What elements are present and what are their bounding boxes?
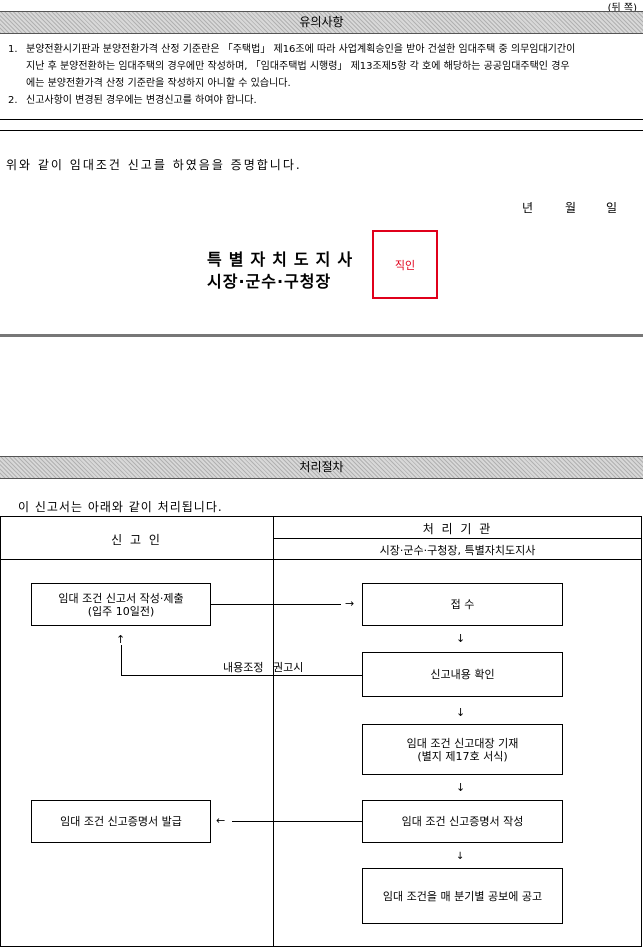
flow-box-verify: 신고내용 확인: [362, 652, 563, 697]
flow-box-submit: 임대 조건 신고서 작성·제출 (입주 10일전): [31, 583, 211, 626]
flow-box-write-certificate: 임대 조건 신고증명서 작성: [362, 800, 563, 843]
header-authority-sub: 시장·군수·구청장, 특별자치도지사: [379, 544, 536, 557]
process-table: [0, 516, 642, 947]
flow-box-text: 임대 조건 신고서 작성·제출: [58, 591, 184, 605]
notice-title: 유의사항: [299, 15, 344, 29]
flow-box-receive: 접 수: [362, 583, 563, 626]
notice-line: 에는 분양전환가격 산정 기준란을 작성하지 아니할 수 있습니다.: [26, 78, 291, 89]
page-marker: (뒤 쪽): [607, 3, 637, 14]
flow-box-text: 접 수: [450, 598, 475, 611]
date-month: 월: [565, 201, 577, 215]
divider: [0, 119, 643, 120]
connector-line: [211, 604, 341, 605]
divider: [0, 334, 643, 337]
divider: [0, 130, 643, 131]
notice-item-1: 1. 분양전환시기판과 분양전환가격 산정 기준란은 「주택법」 제16조에 따…: [2, 41, 642, 92]
flow-box-subtext: (별지 제17호 서식): [417, 749, 508, 763]
notice-item-2: 2. 신고사항이 변경된 경우에는 변경신고를 하여야 합니다.: [2, 92, 642, 109]
connector-line: [232, 821, 362, 822]
issuer-line-2: 시장·군수·구청장: [207, 272, 332, 291]
issuer-line-1: 특별자치도지사: [207, 250, 360, 269]
date-day: 일: [606, 201, 618, 215]
header-sub-divider: [273, 538, 642, 539]
flow-box-text: 신고내용 확인: [430, 668, 495, 681]
official-seal: 직인: [372, 230, 438, 299]
flow-box-subtext: (입주 10일전): [87, 604, 155, 618]
notice-line: 지난 후 분양전환하는 임대주택의 경우에만 작성하며, 「임대주택법 시행령」…: [26, 61, 570, 72]
flow-box-text: 임대 조건을 매 분기별 공보에 공고: [382, 889, 543, 903]
flow-box-issue: 임대 조건 신고증명서 발급: [31, 800, 211, 843]
date-year: 년: [522, 201, 534, 215]
arrow-down-icon: ↓: [456, 706, 466, 719]
feedback-label: 내용조정 권고시: [223, 661, 304, 674]
arrow-right-icon: →: [345, 597, 355, 610]
notice-item-number: 2.: [8, 95, 18, 106]
arrow-up-icon: ↑: [116, 633, 126, 646]
arrow-left-icon: ←: [216, 814, 226, 827]
process-intro: 이 신고서는 아래와 같이 처리됩니다.: [18, 500, 223, 514]
process-banner: 처리절차: [0, 456, 643, 479]
header-divider: [0, 559, 642, 560]
process-title: 처리절차: [299, 460, 344, 474]
seal-label: 직인: [394, 258, 416, 272]
notice-line: 신고사항이 변경된 경우에는 변경신고를 하여야 합니다.: [26, 95, 257, 106]
flow-box-register: 임대 조건 신고대장 기재 (별지 제17호 서식): [362, 724, 563, 775]
notice-banner: 유의사항: [0, 11, 643, 34]
notice-line: 분양전환시기판과 분양전환가격 산정 기준란은 「주택법」 제16조에 따라 사…: [26, 44, 576, 55]
connector-line: [121, 645, 122, 676]
flow-box-publish: 임대 조건을 매 분기별 공보에 공고: [362, 868, 563, 924]
flow-box-text: 임대 조건 신고증명서 발급: [60, 815, 182, 828]
flow-box-text: 임대 조건 신고증명서 작성: [401, 815, 524, 828]
arrow-down-icon: ↓: [456, 632, 466, 645]
arrow-down-icon: ↓: [456, 781, 466, 794]
notice-item-number: 1.: [8, 44, 18, 55]
certification-statement: 위와 같이 임대조건 신고를 하였음을 증명합니다.: [6, 158, 302, 172]
arrow-down-icon: ↓: [456, 851, 465, 862]
notice-list: 1. 분양전환시기판과 분양전환가격 산정 기준란은 「주택법」 제16조에 따…: [2, 41, 642, 109]
header-authority: 처 리 기 관: [422, 522, 493, 536]
connector-line: [121, 675, 362, 676]
column-divider: [273, 516, 274, 947]
header-applicant: 신 고 인: [111, 533, 162, 547]
flow-box-text: 임대 조건 신고대장 기재: [406, 736, 519, 750]
